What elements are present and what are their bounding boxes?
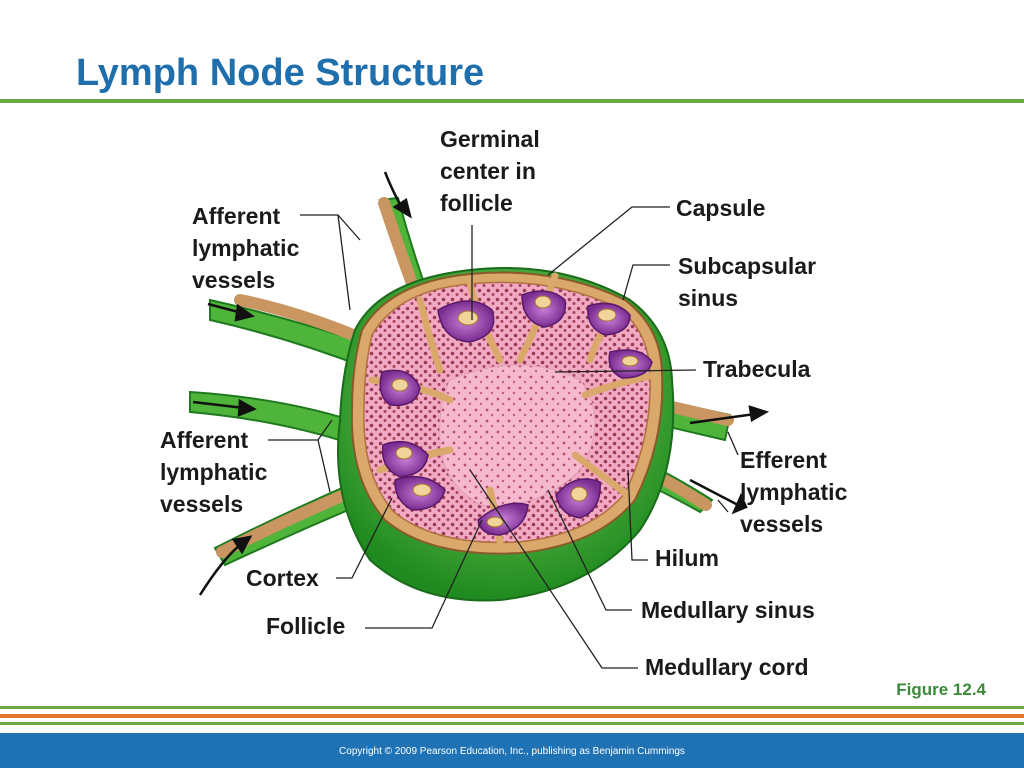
label-line: vessels — [192, 267, 276, 293]
follicle-3 — [587, 302, 631, 336]
footer-bar — [0, 733, 1024, 768]
label-line: lymphatic — [740, 479, 848, 505]
label-subcapsular-sinus: Subcapsular sinus — [678, 250, 816, 314]
label-line: Hilum — [655, 545, 719, 571]
follicle-6 — [381, 440, 429, 478]
flow-arrows — [192, 171, 770, 596]
follicle-2 — [521, 290, 567, 328]
footer-stripe-green — [0, 706, 1024, 709]
copyright-text: Copyright © 2009 Pearson Education, Inc.… — [339, 746, 685, 757]
leader-lines — [268, 206, 739, 669]
label-line: vessels — [160, 491, 244, 517]
label-line: Afferent — [160, 427, 249, 453]
label-line: Afferent — [192, 203, 281, 229]
label-cortex: Cortex — [246, 562, 319, 594]
label-germinal-center: Germinal center in follicle — [440, 123, 540, 219]
title-divider — [0, 99, 1024, 103]
label-line: vessels — [740, 511, 824, 537]
label-line: Capsule — [676, 195, 766, 221]
label-hilum: Hilum — [655, 542, 719, 574]
label-afferent-bottom: Afferent lymphatic vessels — [160, 424, 267, 520]
label-line: lymphatic — [160, 459, 268, 485]
label-line: Germinal — [440, 126, 540, 152]
label-line: Efferent — [740, 447, 827, 473]
follicle-7 — [394, 475, 446, 511]
lymph-node-diagram — [189, 171, 770, 669]
label-line: Medullary cord — [645, 654, 809, 680]
label-afferent-top: Afferent lymphatic vessels — [192, 200, 299, 296]
follicle-5 — [379, 369, 421, 407]
label-line: Subcapsular — [678, 253, 817, 279]
label-trabecula: Trabecula — [703, 353, 810, 385]
label-line: Follicle — [266, 613, 346, 639]
label-capsule: Capsule — [676, 192, 765, 224]
label-medullary-sinus: Medullary sinus — [641, 594, 815, 626]
footer-stripe-orange — [0, 714, 1024, 718]
label-line: sinus — [678, 285, 739, 311]
follicle-9 — [555, 478, 601, 519]
label-line: Medullary sinus — [641, 597, 815, 623]
label-line: Trabecula — [703, 356, 811, 382]
label-efferent: Efferent lymphatic vessels — [740, 444, 847, 540]
follicle-1 — [437, 300, 495, 343]
label-follicle: Follicle — [266, 610, 345, 642]
label-medullary-cord: Medullary cord — [645, 651, 809, 683]
medulla — [439, 364, 596, 507]
label-line: follicle — [440, 190, 513, 216]
footer-stripe-green-2 — [0, 722, 1024, 725]
label-line: Cortex — [246, 565, 319, 591]
figure-label: Figure 12.4 — [896, 680, 986, 699]
label-line: lymphatic — [192, 235, 300, 261]
slide-title: Lymph Node Structure — [76, 52, 485, 94]
label-line: center in — [440, 158, 536, 184]
